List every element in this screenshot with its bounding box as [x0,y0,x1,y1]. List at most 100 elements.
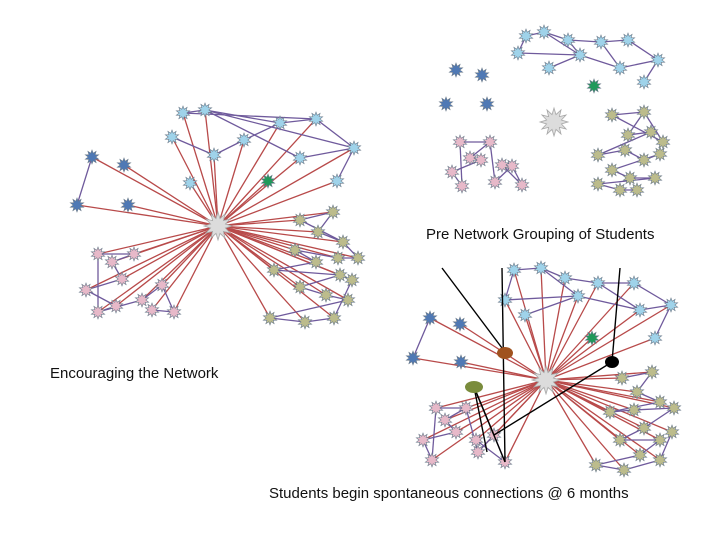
left-network-peer-edge [76,156,93,206]
left-network-node-light-blue [292,150,308,166]
spontaneous-network-hub-edge [545,304,672,381]
spontaneous-network-hub-edge [545,277,566,381]
left-network-node-pink [108,298,124,314]
spontaneous-network-hub-edge [545,309,641,381]
left-network-hub-edge [217,225,344,243]
encouraging-network-caption: Encouraging the Network [50,365,219,382]
pre-network-peer-edge [611,153,661,171]
left-network-node-pink [78,282,94,298]
left-network-hub-edge [204,109,219,227]
pre-network-peer-edge [619,59,659,69]
pre-network-peer-edge [627,39,659,61]
pre-network-node-pink [514,177,530,193]
left-network-hub-edge [217,225,349,301]
spontaneous-network-node-olive [629,384,645,400]
spontaneous-network-hub-edge [429,317,547,381]
pre-network-node-olive [622,170,638,186]
pre-network-node-pink [454,178,470,194]
left-network-hub-edge [217,122,281,227]
pre-network-node-pink [482,134,498,150]
pre-network-node-blue [479,96,495,112]
left-network-peer-edge [294,249,339,259]
olive-oval-node [465,381,483,393]
pre-network-node-blue [438,96,454,112]
pre-network-peer-edge [543,31,581,56]
pre-network-node-olive [612,182,628,198]
pre-network-node-olive [643,124,659,140]
spontaneous-network-node-olive [614,370,630,386]
spontaneous-network-peer-edge [595,454,641,466]
left-network-node-green [260,173,276,189]
pre-network-node-light-blue [510,45,526,61]
spontaneous-network-hub-edge [545,379,638,393]
spontaneous-network-hub-edge [435,379,547,409]
spontaneous-network-hub-edge [444,379,547,421]
pre-network-node-light-blue [541,60,557,76]
pre-network-node-olive [647,170,663,186]
spontaneous-network-node-light-blue [590,275,606,291]
spontaneous-network-hub-edge [545,337,656,381]
spontaneous-network-hub-edge [545,379,635,411]
left-network-node-olive [292,212,308,228]
spontaneous-network-hub-edge [504,299,547,381]
left-network-hub-edge [121,225,219,280]
spontaneous-network-peer-edge [633,407,675,411]
spontaneous-network-node-light-blue [506,262,522,278]
left-network-node-pink [154,277,170,293]
spontaneous-network-peer-edge [643,407,675,429]
left-network-peer-edge [273,269,341,276]
spontaneous-network-node-light-blue [557,270,573,286]
spontaneous-black-edge [473,386,488,453]
pre-network-node-green [586,78,602,94]
left-network-node-olive [325,204,341,220]
left-network-node-light-blue [182,175,198,191]
spontaneous-black-edges [441,267,621,463]
pre-network-node-olive [655,134,671,150]
spontaneous-connections-caption: Students begin spontaneous connections @… [269,485,629,502]
left-network-hub-edge [217,180,269,227]
spontaneous-network-node-olive [652,432,668,448]
left-network-node-olive [266,262,282,278]
spontaneous-network-node-light-blue [570,288,586,304]
left-network-peer-edge [204,109,281,124]
left-network-node-blue [120,197,136,213]
pre-network-node-light-blue [593,34,609,50]
left-network-node-pink [90,304,106,320]
left-network-node-olive [350,250,366,266]
left-network-peer-edge [171,136,215,156]
left-network-node-light-blue [308,111,324,127]
left-network-node-pink [104,254,120,270]
left-network-node-olive [308,254,324,270]
spontaneous-network-peer-edge [564,277,599,284]
spontaneous-network-peer-edge [504,295,579,301]
left-network-node-blue [69,197,85,213]
pre-network-node-olive [590,176,606,192]
left-network-hub-edge [97,225,219,313]
spontaneous-network-hub-edge [545,379,641,456]
spontaneous-network-node-pink [428,400,444,416]
left-network-node-olive [262,310,278,326]
left-network-node-pink [114,271,130,287]
left-network-node-light-blue [346,140,362,156]
spontaneous-network-node-light-blue [497,292,513,308]
left-network-peer-edge [273,261,317,271]
pre-network-node-pink [494,157,510,173]
spontaneous-network-node-light-blue [533,260,549,276]
left-network-hub-edge [217,118,317,227]
left-network-node-pink [134,292,150,308]
left-network-peer-edge [85,289,117,307]
pre-network-node-pink [444,164,460,180]
left-network-node-olive [287,242,303,258]
spontaneous-network-hub-edge [545,295,579,381]
left-network-node-light-blue [206,147,222,163]
spontaneous-network-edges [412,267,675,471]
left-network-hub-edge [217,225,319,233]
spontaneous-network-node-pink [415,432,431,448]
left-network-node-light-blue [164,129,180,145]
spontaneous-network-hub-edge [475,379,547,441]
spontaneous-network-hub-edge [524,314,547,381]
spontaneous-network-node-olive [636,420,652,436]
pre-network-node-light-blue [536,24,552,40]
left-network-hub-edge [217,225,353,281]
